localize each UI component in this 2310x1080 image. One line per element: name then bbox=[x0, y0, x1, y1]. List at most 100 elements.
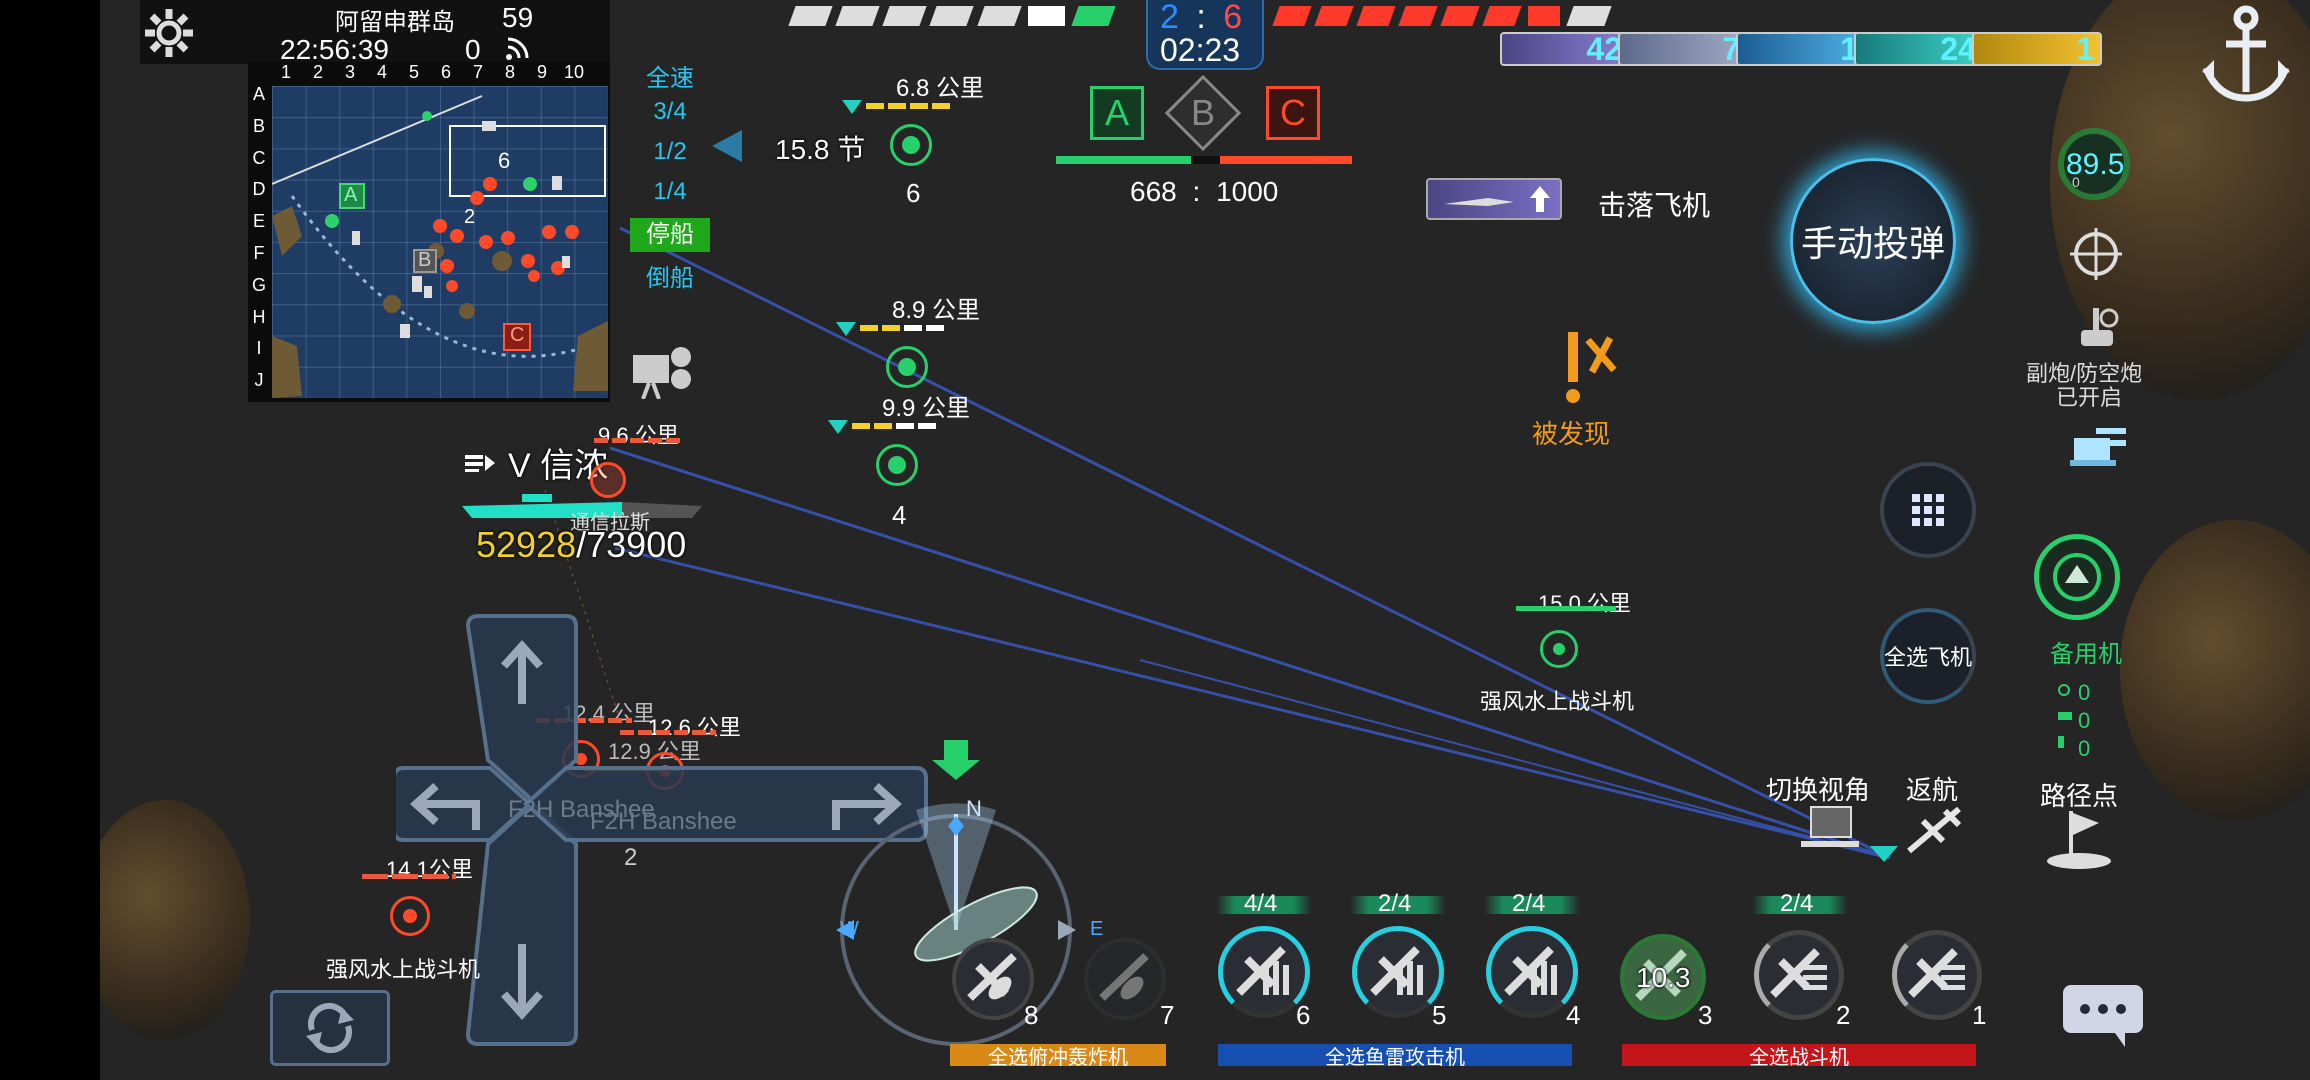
squad-menu-button[interactable] bbox=[1880, 462, 1976, 558]
fps-readout: 59 bbox=[502, 2, 534, 33]
squad-slot-6[interactable] bbox=[1218, 926, 1310, 1018]
row-label: B bbox=[252, 115, 265, 136]
camera-icon[interactable] bbox=[628, 340, 700, 400]
enemy-fighter-distance: 15.0 公里 bbox=[1538, 591, 1631, 616]
switch-view-button[interactable] bbox=[1790, 800, 1870, 854]
col-label: 5 bbox=[408, 62, 419, 82]
grid-menu-icon bbox=[1912, 494, 1944, 526]
speed-half[interactable]: 1/2 bbox=[653, 138, 687, 165]
squad-slot-1[interactable] bbox=[1892, 930, 1982, 1020]
col-label: 4 bbox=[376, 62, 387, 82]
score-panel: 2 : 6 02:23 bbox=[1146, 0, 1264, 70]
squad-2-dir-arrow bbox=[836, 322, 856, 336]
map-location-name: 阿留申群岛 bbox=[335, 9, 455, 36]
squad-slot-3[interactable] bbox=[1620, 934, 1706, 1020]
speed-reverse[interactable]: 倒船 bbox=[646, 265, 694, 292]
select-dive-bombers-button[interactable]: 全选俯冲轰炸机 bbox=[950, 1044, 1166, 1069]
squad-3-dir-arrow bbox=[828, 420, 848, 434]
crosshair-plane-icon[interactable] bbox=[2066, 226, 2126, 282]
minimap-cap-b: B bbox=[418, 249, 432, 271]
enemy-fighter-left-marker[interactable] bbox=[390, 896, 430, 936]
speed-stop[interactable]: 停船 bbox=[630, 218, 710, 252]
enemy-points: 1000 bbox=[1216, 176, 1279, 207]
squad-slot-2[interactable] bbox=[1754, 930, 1844, 1020]
settings-gear-icon[interactable] bbox=[140, 4, 198, 62]
enemy-left-2-distance: 12.6 公里 bbox=[648, 715, 741, 740]
return-button[interactable] bbox=[1900, 800, 1970, 860]
turret-icon[interactable] bbox=[2066, 414, 2128, 472]
score-ally: 2 bbox=[1160, 0, 1179, 36]
kill-feed-icon bbox=[1426, 178, 1562, 220]
minimap[interactable]: 1 2 3 4 5 6 7 8 9 10 A B C D E F G H I J bbox=[248, 62, 610, 402]
minimap-col-labels: 1 2 3 4 5 6 7 8 9 10 bbox=[270, 62, 610, 84]
squad-1-marker[interactable] bbox=[890, 124, 932, 166]
waypoint-button[interactable] bbox=[2040, 806, 2120, 872]
ship-hp-max: 73900 bbox=[586, 524, 687, 565]
row-label: J bbox=[254, 370, 264, 391]
ammo-badge-1-value: 42 bbox=[1586, 30, 1622, 67]
row-label: H bbox=[252, 306, 266, 327]
cap-point-a-label: A bbox=[1104, 92, 1129, 133]
anchor-icon[interactable] bbox=[2196, 0, 2296, 108]
manual-drop-button[interactable]: 手动投弹 bbox=[1790, 158, 1956, 324]
col-label: 1 bbox=[280, 62, 291, 82]
left-label-b: F2H Banshee bbox=[590, 808, 737, 835]
squad-3-marker[interactable] bbox=[876, 444, 918, 486]
row-label: E bbox=[252, 211, 265, 232]
manual-drop-label: 手动投弹 bbox=[1800, 223, 1945, 264]
reserve-count-1: 0 bbox=[2078, 680, 2091, 705]
ally-points-bar bbox=[1056, 156, 1191, 164]
squad-1-distance: 6.8 公里 bbox=[896, 75, 985, 102]
squad-slot-2-ratio-bar bbox=[1752, 896, 1848, 914]
ally-points: 668 bbox=[1130, 176, 1177, 207]
secondary-guns-state: 已开启 bbox=[2056, 385, 2123, 410]
minimap-cap-c: C bbox=[510, 324, 525, 346]
speed-arrow-icon bbox=[712, 130, 742, 162]
squad-slot-6-ratio: 4/4 bbox=[1244, 890, 1278, 917]
select-all-planes-button[interactable]: 全选飞机 bbox=[1880, 608, 1976, 704]
col-label: 7 bbox=[472, 62, 483, 82]
score-enemy: 6 bbox=[1223, 0, 1243, 36]
speed-full[interactable]: 全速 bbox=[646, 65, 694, 92]
ping-readout: 0 bbox=[465, 34, 481, 65]
game-viewport[interactable]: 阿留申群岛 59 22:56:39 0 1 2 3 4 5 6 7 8 9 10… bbox=[100, 0, 2310, 1080]
refresh-button[interactable] bbox=[270, 990, 390, 1066]
current-speed: 15.8 节 bbox=[775, 134, 866, 165]
ammo-badge-2-value: 7 bbox=[1722, 30, 1740, 67]
enemy-fighter-marker[interactable] bbox=[1540, 630, 1578, 668]
enemy-fighter-label: 强风水上战斗机 bbox=[1480, 689, 1635, 714]
ally-ships-strip bbox=[788, 6, 1116, 30]
kill-feed-text: 击落飞机 bbox=[1598, 190, 1711, 221]
squad-slot-4-ratio-bar bbox=[1484, 896, 1580, 914]
aa-gun-icon[interactable] bbox=[2072, 304, 2122, 352]
ammo-badge-5-value: 1 bbox=[2076, 30, 2094, 67]
squad-2-progress bbox=[860, 325, 944, 331]
squad-2-marker[interactable] bbox=[886, 346, 928, 388]
select-torpedo-bombers-button[interactable]: 全选鱼雷攻击机 bbox=[1218, 1044, 1572, 1069]
enemy-fighter-left-distance: 14.1公里 bbox=[386, 857, 473, 882]
enemy-left-1-bar bbox=[536, 718, 632, 723]
squad-slot-8[interactable] bbox=[952, 938, 1034, 1020]
speed-quarter[interactable]: 1/4 bbox=[653, 178, 687, 205]
squad-slot-5[interactable] bbox=[1352, 926, 1444, 1018]
col-label: 8 bbox=[504, 62, 515, 82]
chat-button[interactable] bbox=[2058, 980, 2148, 1052]
speed-three-quarter[interactable]: 3/4 bbox=[653, 98, 687, 125]
return-plane-icon bbox=[1907, 806, 1962, 854]
squad-slot-4-count: 4 bbox=[1566, 1000, 1581, 1030]
flag-icon bbox=[2047, 811, 2111, 869]
island-terrain bbox=[100, 800, 250, 1040]
speed-menu: 全速 3/4 1/2 1/4 停船 倒船 bbox=[630, 58, 710, 298]
compass-east: E bbox=[1090, 918, 1104, 940]
squad-slot-7[interactable] bbox=[1084, 938, 1166, 1020]
row-label: G bbox=[251, 274, 266, 295]
reserve-planes-icon[interactable] bbox=[2034, 534, 2120, 620]
ship-hp-separator: / bbox=[576, 524, 587, 565]
select-fighters-button[interactable]: 全选战斗机 bbox=[1622, 1044, 1976, 1069]
dpad-left-button[interactable] bbox=[396, 768, 526, 840]
enemy-points-bar bbox=[1220, 156, 1352, 164]
dpad-down-button[interactable] bbox=[470, 844, 576, 1044]
ammo-badge-1: 42 bbox=[1500, 30, 1630, 67]
squad-slot-4[interactable] bbox=[1486, 926, 1578, 1018]
squad-slot-3-count: 3 bbox=[1698, 1000, 1713, 1030]
